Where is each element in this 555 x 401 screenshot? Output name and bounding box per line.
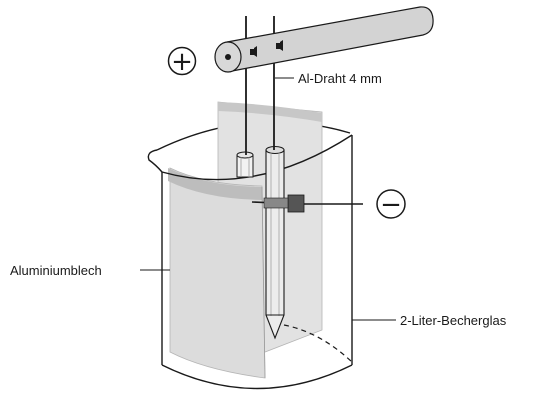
beaker-label: 2-Liter-Becherglas: [400, 313, 507, 328]
screw-icon: [250, 46, 257, 57]
beaker-hidden-bottom: [283, 324, 353, 363]
cathode-connection: [251, 194, 363, 213]
aluminium-sheet: [168, 101, 323, 379]
cathode-symbol: −: [376, 189, 406, 220]
beaker-front-rim: [161, 134, 353, 181]
svg-text:+: +: [171, 47, 193, 77]
wire-label: Al-Draht 4 mm: [298, 71, 382, 86]
aluminium-electrode-short: [236, 151, 254, 178]
aluminium-electrode-long: [265, 145, 285, 340]
holder-rod: [214, 6, 434, 73]
svg-text:−: −: [380, 190, 402, 220]
anode-symbol: +: [167, 46, 197, 77]
sheet-label: Aluminiumblech: [10, 263, 102, 278]
rod-center-dot: [225, 54, 231, 60]
screw-icon: [276, 40, 283, 51]
